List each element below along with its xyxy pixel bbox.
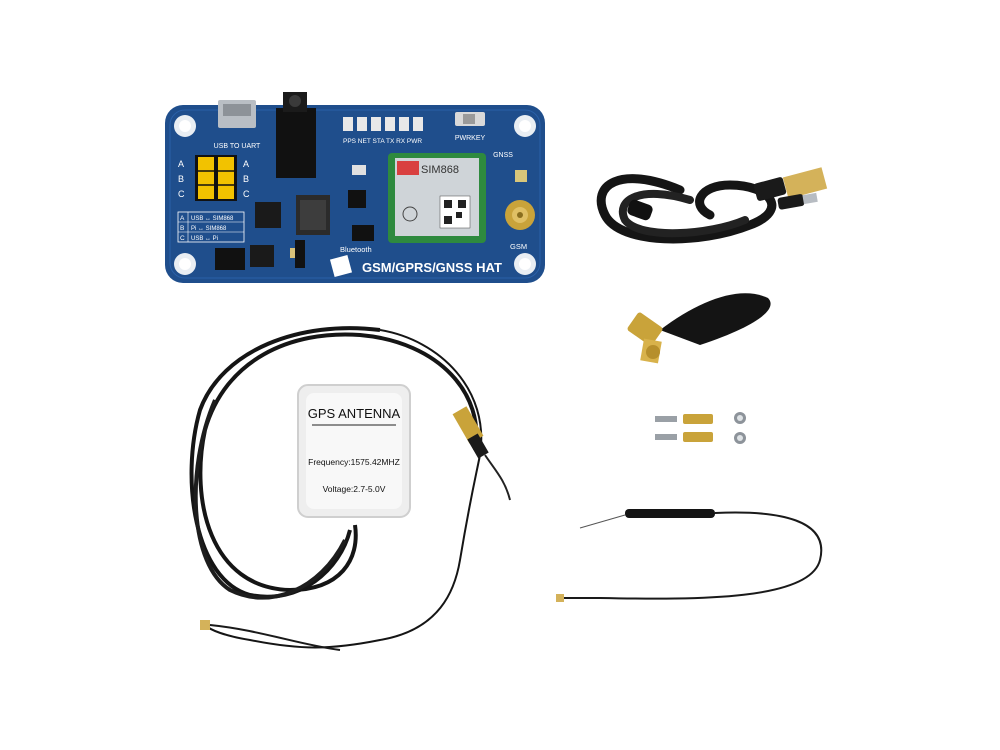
jumper-right-c: C bbox=[243, 189, 250, 199]
ipex-connector bbox=[200, 620, 210, 630]
bluetooth-label: Bluetooth bbox=[340, 245, 372, 254]
legend-key-c: C bbox=[180, 235, 185, 242]
module-name: SIM868 bbox=[421, 164, 459, 176]
legend-key-a: A bbox=[180, 215, 185, 222]
bluetooth-chip bbox=[352, 225, 374, 241]
jumper-row-c: C bbox=[178, 189, 185, 199]
audio-jack bbox=[276, 92, 316, 178]
gsm-sma-connector bbox=[505, 200, 535, 230]
micro-usb-port bbox=[218, 100, 256, 128]
status-leds bbox=[343, 117, 423, 131]
gps-antenna-voltage: Voltage:2.7-5.0V bbox=[323, 484, 386, 494]
legend-text-b: Pi ↔ SIM868 bbox=[191, 226, 227, 232]
jumper-legend: A USB ↔ SIM868 B Pi ↔ SIM868 C USB ↔ Pi bbox=[177, 211, 245, 243]
brand-logo bbox=[329, 254, 353, 278]
gps-antenna-cable bbox=[189, 326, 511, 651]
legend-key-b: B bbox=[180, 225, 184, 232]
standoffs-and-screws bbox=[655, 412, 746, 444]
jumper-row-a: A bbox=[178, 159, 184, 169]
gsm-antenna bbox=[627, 293, 771, 364]
capacitor bbox=[348, 190, 366, 208]
usb-cable bbox=[596, 167, 828, 244]
jumper-row-b: B bbox=[178, 174, 184, 184]
usb-to-uart-label: USB TO UART bbox=[214, 143, 261, 150]
legend-text-c: USB ↔ Pi bbox=[191, 236, 218, 242]
gsm-label: GSM bbox=[510, 242, 527, 251]
sim868-module: SIM868 bbox=[388, 153, 486, 243]
legend-text-a: USB ↔ SIM868 bbox=[191, 216, 234, 222]
jumper-right-a: A bbox=[243, 159, 249, 169]
power-key-switch bbox=[455, 112, 485, 126]
header-pins bbox=[215, 240, 305, 270]
gps-antenna-puck: GPS ANTENNA Frequency:1575.42MHZ Voltage… bbox=[297, 384, 411, 518]
board-title: GSM/GPRS/GNSS HAT bbox=[362, 260, 502, 275]
gps-antenna-title: GPS ANTENNA bbox=[308, 406, 401, 421]
regulator-chip bbox=[250, 245, 274, 267]
uart-chip bbox=[255, 202, 281, 228]
gsm-gprs-gnss-hat-board: USB TO UART PPS NET STA TX RX PWR PWRKEY… bbox=[165, 92, 545, 283]
gps-antenna-frequency: Frequency:1575.42MHZ bbox=[308, 457, 400, 467]
gnss-ufl-connector bbox=[515, 170, 527, 182]
led-labels: PPS NET STA TX RX PWR bbox=[343, 138, 422, 145]
mounting-holes bbox=[174, 115, 536, 275]
pwrkey-label: PWRKEY bbox=[455, 135, 486, 142]
ipex-wire-antenna bbox=[556, 509, 823, 602]
jumper-right-b: B bbox=[243, 174, 249, 184]
jumper-block bbox=[195, 155, 237, 201]
gnss-label: GNSS bbox=[493, 152, 513, 159]
